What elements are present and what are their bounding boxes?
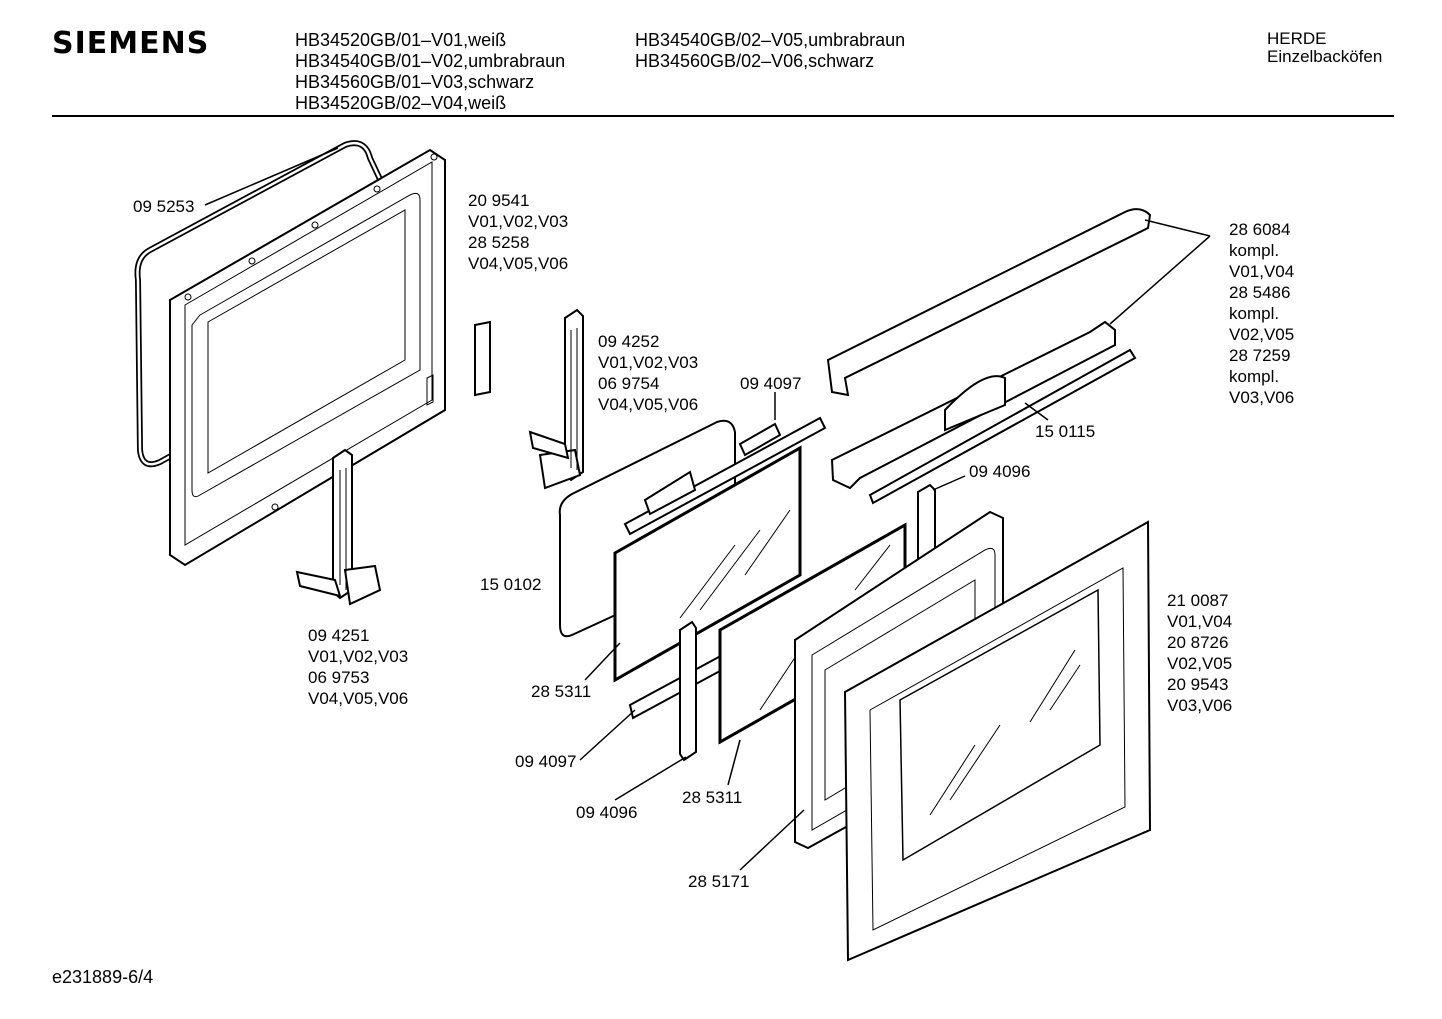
door-hinge-left	[295, 448, 382, 606]
callout-line: 09 4097	[740, 374, 802, 393]
callout-line: 20 8726	[1167, 633, 1229, 652]
callout-095253: 09 5253	[133, 196, 194, 217]
callout-150115: 15 0115	[1035, 421, 1095, 442]
callout-line: kompl.	[1229, 304, 1280, 323]
callout-line: V03,V06	[1229, 388, 1295, 407]
callout-line: 09 4251	[308, 626, 370, 645]
inner-door-frame	[169, 148, 446, 567]
rating-plate	[474, 320, 491, 397]
callout-line: 28 7259	[1229, 346, 1291, 365]
callout-150102: 15 0102	[480, 574, 541, 595]
callout-leaders	[204, 147, 1211, 871]
inner-glass-pane-1	[613, 445, 802, 683]
callout-line: 15 0102	[480, 575, 542, 594]
callout-line: 09 4252	[598, 332, 660, 351]
callout-line: V04,V05,V06	[468, 254, 569, 273]
callout-line: V01,V04	[1229, 262, 1295, 281]
callout-094252: 09 4252 V01,V02,V03 06 9754 V04,V05,V06	[598, 331, 698, 415]
callout-286084: 28 6084 kompl. V01,V04 28 5486 kompl. V0…	[1229, 219, 1294, 408]
outer-door-glass	[843, 520, 1152, 962]
callout-line: 28 5171	[688, 872, 750, 891]
callout-094251: 09 4251 V01,V02,V03 06 9753 V04,V05,V06	[308, 625, 408, 709]
callout-line: 09 4097	[515, 752, 577, 771]
category-line: Einzelbacköfen	[1267, 47, 1383, 66]
category-heading: HERDE Einzelbacköfen	[1267, 30, 1382, 66]
callout-line: V04,V05,V06	[308, 689, 409, 708]
callout-line: 20 9541	[468, 191, 530, 210]
callout-line: 28 5311	[682, 788, 743, 807]
callout-line: kompl.	[1229, 367, 1280, 386]
callout-line: 20 9543	[1167, 675, 1229, 694]
brand-logo: SIEMENS	[52, 26, 210, 61]
callout-line: V02,V05	[1167, 654, 1233, 673]
callout-line: 28 5258	[468, 233, 530, 252]
glass-support-rail-top	[623, 416, 827, 536]
callout-line: 09 4096	[969, 462, 1031, 481]
callout-094096-top: 09 4096	[969, 461, 1030, 482]
callout-line: V03,V06	[1167, 696, 1233, 715]
model-list-left: HB34520GB/01–V01,weiß HB34540GB/01–V02,u…	[295, 30, 565, 114]
door-seal-gasket	[134, 140, 388, 468]
callout-094097-top: 09 4097	[740, 373, 801, 394]
callout-line: V01,V02,V03	[598, 353, 699, 372]
callout-line: 09 4096	[576, 803, 638, 822]
model-line: HB34560GB/02–V06,schwarz	[635, 51, 875, 71]
callout-line: 06 9753	[308, 668, 370, 687]
model-line: HB34560GB/01–V03,schwarz	[295, 72, 535, 92]
callout-209541: 20 9541 V01,V02,V03 28 5258 V04,V05,V06	[468, 190, 568, 274]
callout-210087: 21 0087 V01,V04 20 8726 V02,V05 20 9543 …	[1167, 590, 1232, 716]
category-line: HERDE	[1267, 29, 1327, 48]
callout-line: V01,V04	[1167, 612, 1233, 631]
callout-line: 28 5486	[1229, 283, 1291, 302]
model-line: HB34540GB/02–V05,umbrabraun	[635, 30, 906, 50]
model-line: HB34540GB/01–V02,umbrabraun	[295, 51, 566, 71]
callout-line: 28 5311	[531, 682, 592, 701]
model-list-right: HB34540GB/02–V05,umbrabraun HB34560GB/02…	[635, 30, 905, 72]
callout-line: V01,V02,V03	[468, 212, 569, 231]
callout-094096-bottom: 09 4096	[576, 802, 637, 823]
header-divider	[52, 115, 1394, 117]
callout-line: 15 0115	[1035, 422, 1096, 441]
glass-clip-left	[679, 620, 697, 762]
callout-line: 28 6084	[1229, 220, 1291, 239]
callout-line: V04,V05,V06	[598, 395, 699, 414]
door-handle	[826, 208, 1152, 505]
callout-285311-right: 28 5311	[682, 787, 742, 808]
callout-285171: 28 5171	[688, 871, 749, 892]
callout-line: V01,V02,V03	[308, 647, 409, 666]
callout-line: 06 9754	[598, 374, 660, 393]
door-hinge-right	[528, 308, 584, 490]
model-line: HB34520GB/02–V04,weiß	[295, 93, 507, 113]
callout-line: 21 0087	[1167, 591, 1229, 610]
model-line: HB34520GB/01–V01,weiß	[295, 30, 507, 50]
callout-line: V02,V05	[1229, 325, 1295, 344]
callout-285311-left: 28 5311	[531, 681, 591, 702]
callout-line: kompl.	[1229, 241, 1280, 260]
callout-094097-bottom: 09 4097	[515, 751, 576, 772]
callout-line: 09 5253	[133, 197, 195, 216]
drawing-code: e231889-6/4	[52, 967, 154, 987]
